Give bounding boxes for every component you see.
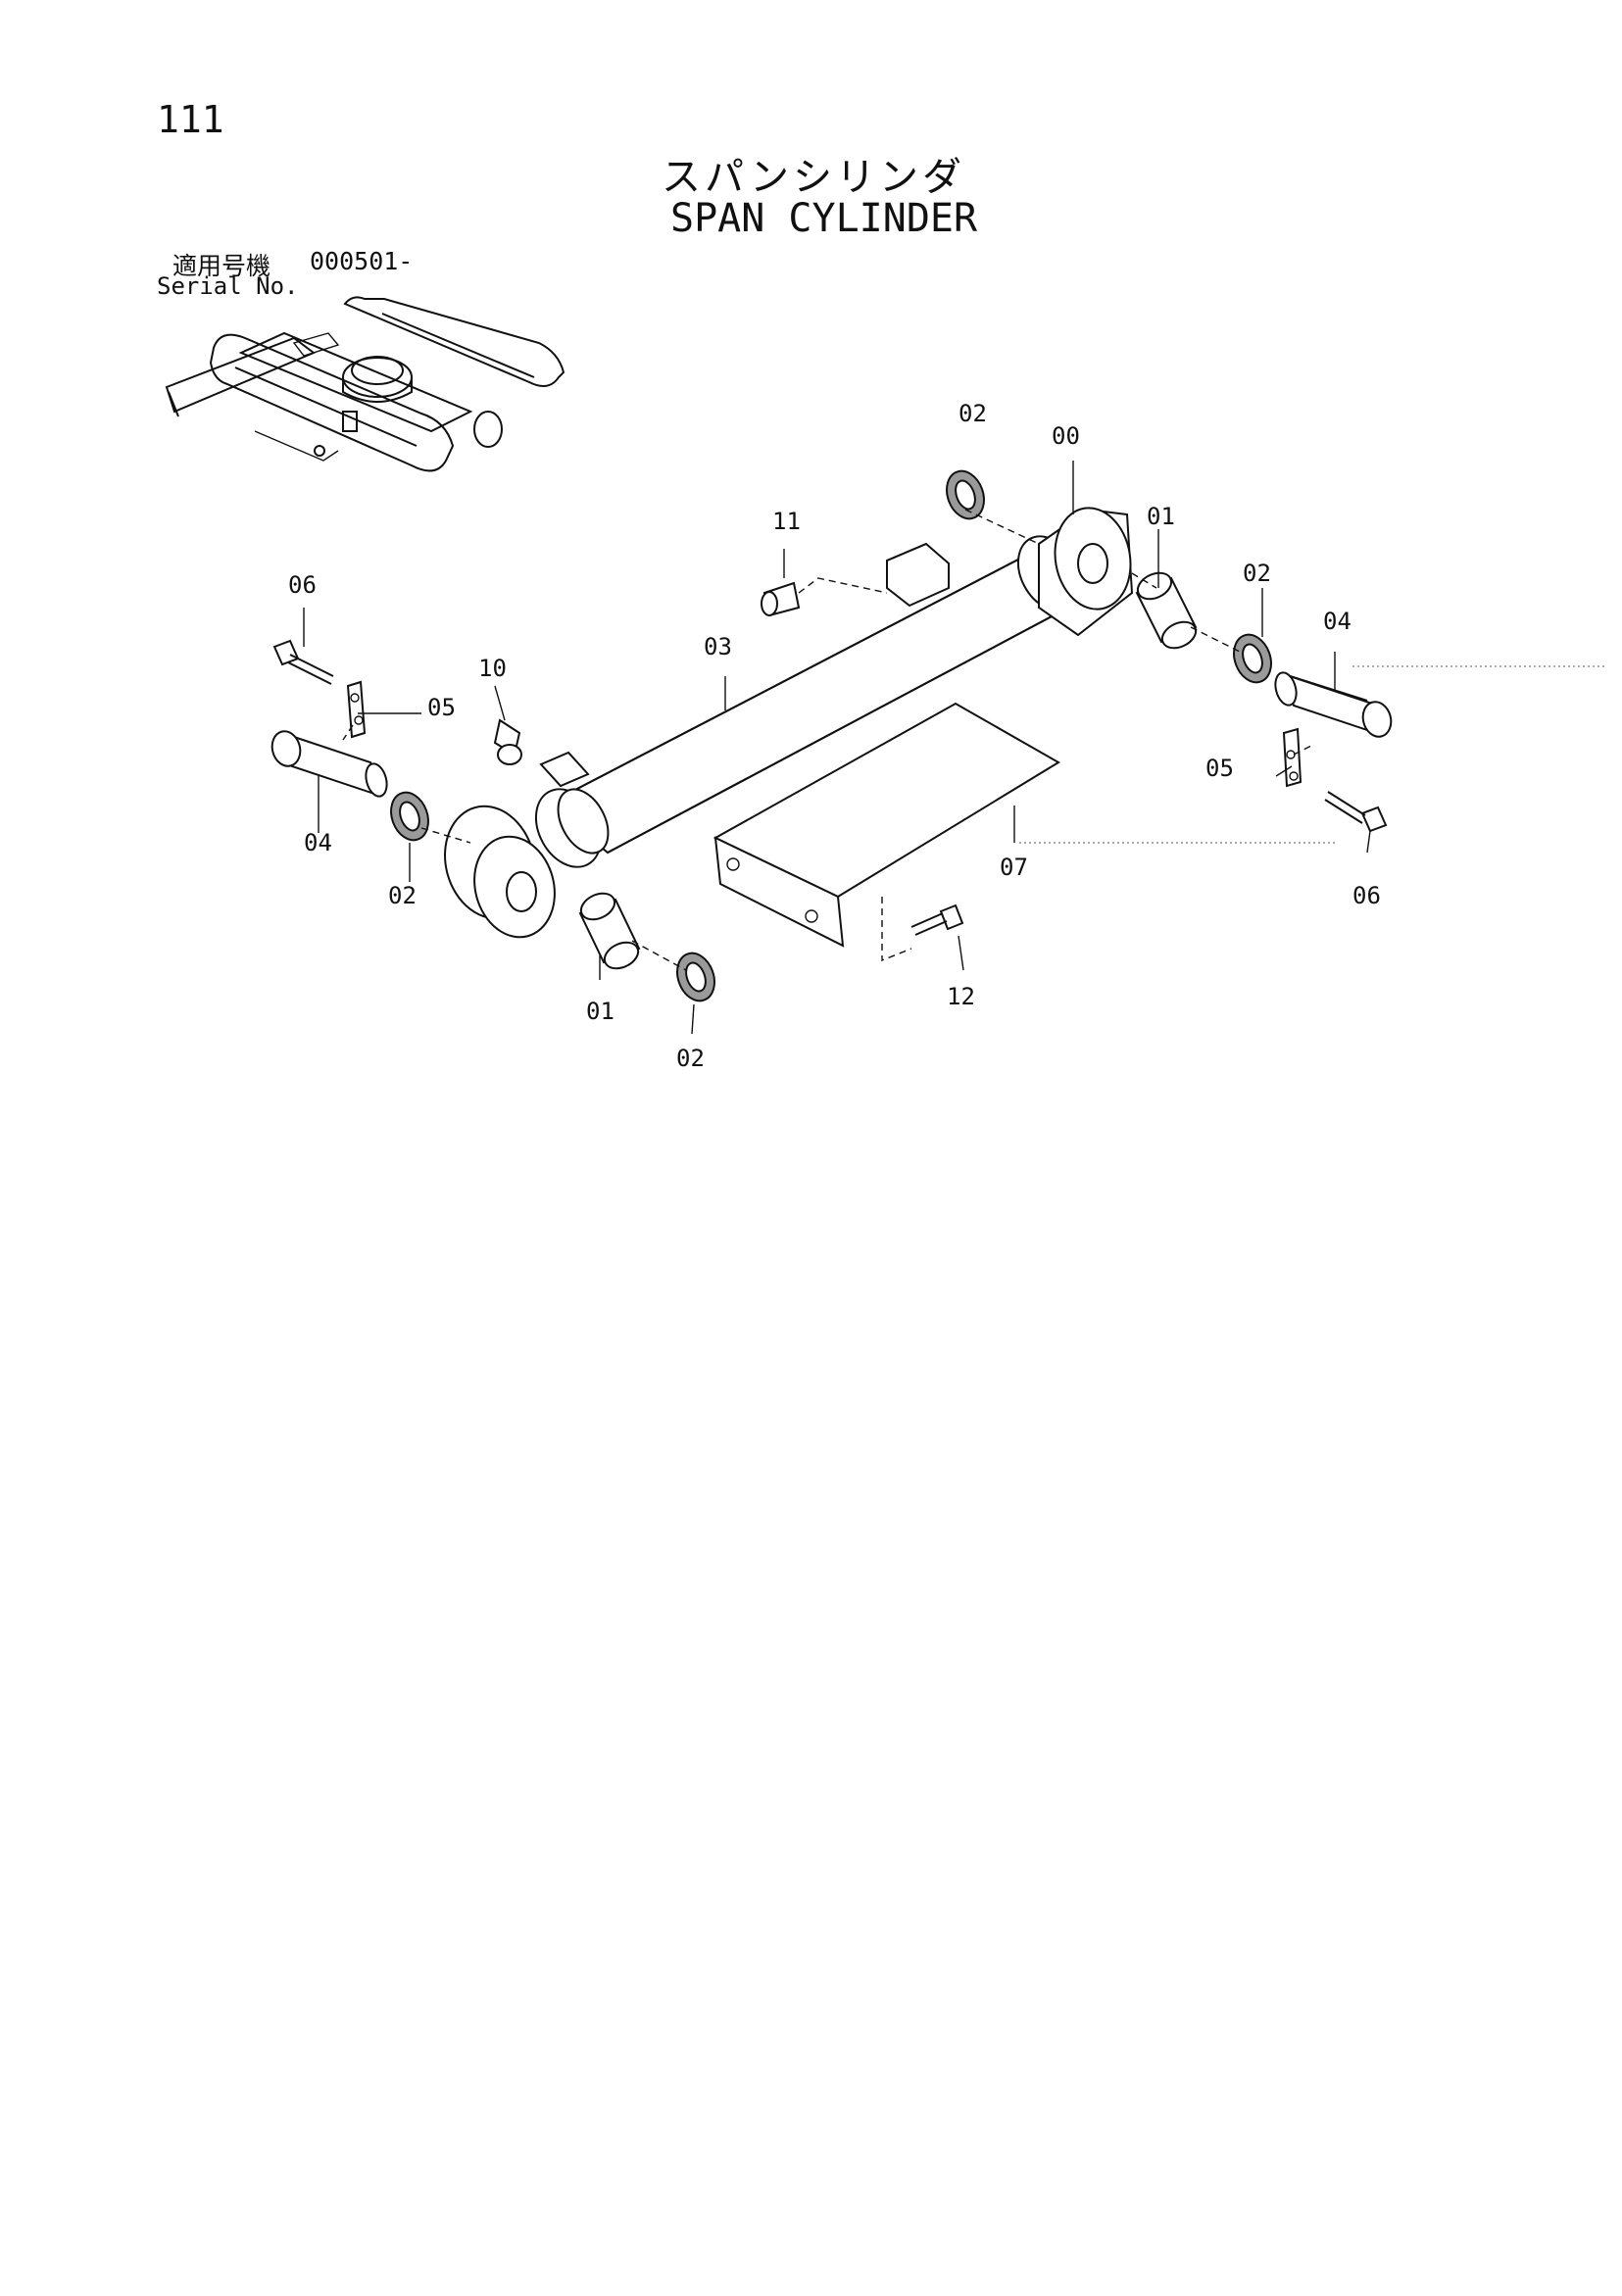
pin-part-04-left bbox=[270, 730, 388, 798]
bolt-part-12 bbox=[910, 904, 964, 936]
leader-lines bbox=[303, 461, 1607, 1035]
callout-06-right: 06 bbox=[1352, 882, 1381, 909]
callout-07: 07 bbox=[1000, 854, 1028, 881]
grease-fitting-part-11 bbox=[761, 577, 888, 617]
callout-labels: 02 00 01 11 02 04 06 03 10 05 05 04 07 0… bbox=[288, 400, 1381, 1072]
callout-01-right: 01 bbox=[1147, 503, 1175, 530]
callout-10: 10 bbox=[478, 655, 507, 682]
bushing-part-01-left bbox=[578, 892, 641, 970]
washer-part-02-top bbox=[946, 469, 985, 520]
callout-01-left: 01 bbox=[586, 998, 614, 1025]
title-japanese: スパンシリンダ bbox=[662, 155, 965, 200]
grease-fitting-part-10 bbox=[493, 718, 522, 765]
callout-04-right: 04 bbox=[1323, 608, 1352, 635]
cover-plate-part-07 bbox=[713, 702, 1060, 948]
callout-03: 03 bbox=[704, 633, 732, 660]
serial-label-english: Serial No. bbox=[157, 272, 299, 300]
page-number: 111 bbox=[157, 98, 224, 141]
washer-part-02-right bbox=[1233, 633, 1272, 684]
bolt-part-06-left bbox=[272, 639, 334, 685]
rod-end-clevis-part-00 bbox=[1038, 507, 1134, 637]
callout-06-left: 06 bbox=[288, 571, 317, 599]
callout-05-right: 05 bbox=[1205, 755, 1234, 782]
callout-02-left: 02 bbox=[388, 882, 417, 909]
callout-00: 00 bbox=[1052, 422, 1080, 450]
washer-part-02-left bbox=[390, 791, 429, 842]
callout-02-bottom: 02 bbox=[676, 1045, 705, 1072]
callout-02-right: 02 bbox=[1243, 560, 1271, 587]
callout-11: 11 bbox=[772, 508, 801, 535]
bushing-part-01-right bbox=[1135, 571, 1198, 650]
callout-04-left: 04 bbox=[304, 829, 332, 856]
callout-02-top: 02 bbox=[958, 400, 987, 427]
washer-part-02-bottom bbox=[676, 952, 715, 1002]
machine-overview-illustration bbox=[165, 296, 565, 472]
lock-plate-part-05-left bbox=[346, 680, 367, 739]
callout-05-left: 05 bbox=[427, 694, 456, 721]
serial-label-japanese: 適用号機 bbox=[172, 252, 271, 280]
lock-plate-part-05-right bbox=[1282, 727, 1303, 788]
cylinder-head-eye bbox=[444, 805, 556, 939]
bolt-part-06-right bbox=[1324, 791, 1388, 833]
serial-number-value: 000501- bbox=[310, 247, 414, 275]
title-english: SPAN CYLINDER bbox=[670, 196, 978, 241]
callout-12: 12 bbox=[947, 983, 975, 1010]
pin-part-04-right bbox=[1274, 671, 1393, 738]
